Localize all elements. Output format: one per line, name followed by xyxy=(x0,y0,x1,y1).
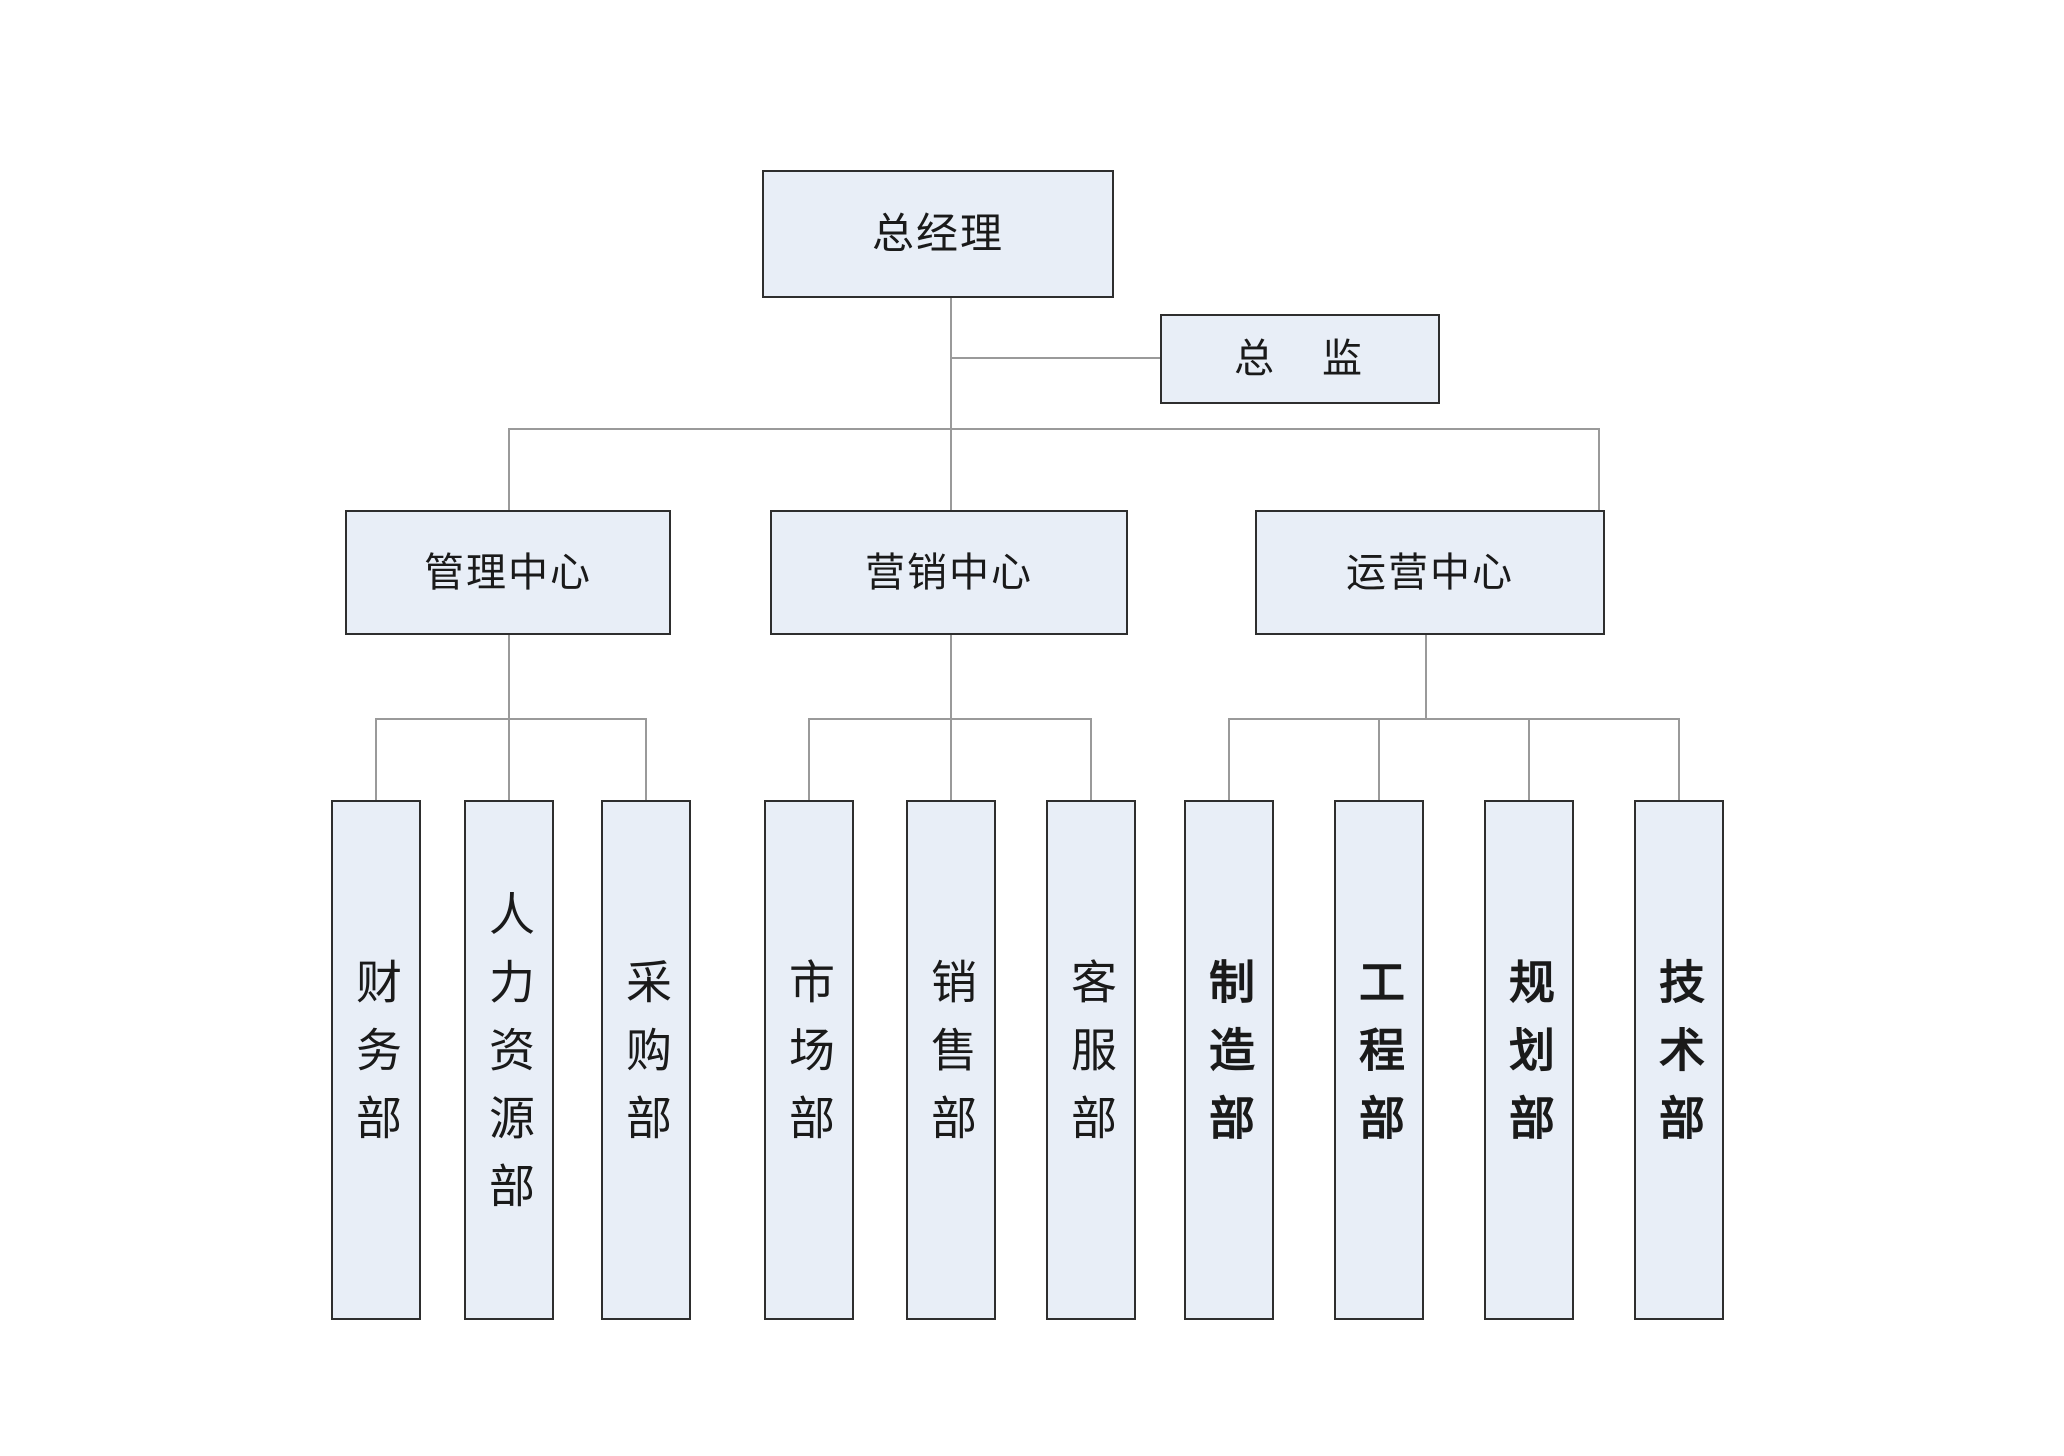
node-label-finance-department: 财务部 xyxy=(349,958,403,1162)
connector-drop-dept-4 xyxy=(808,718,810,800)
node-label-general-manager: 总经理 xyxy=(871,208,1004,258)
connector-stem-group-2 xyxy=(950,635,952,720)
node-label-management-center: 管理中心 xyxy=(424,549,592,596)
node-technology-department[interactable]: 技术部 xyxy=(1634,800,1724,1320)
node-label-market-department: 市场部 xyxy=(782,958,836,1162)
connector-drop-division-1 xyxy=(508,428,510,510)
node-label-planning-department: 规划部 xyxy=(1502,958,1556,1162)
node-label-engineering-department: 工程部 xyxy=(1352,958,1406,1162)
node-label-manufacturing-department: 制造部 xyxy=(1202,958,1256,1162)
node-label-human-resources-department: 人力资源部 xyxy=(482,890,536,1230)
node-general-manager[interactable]: 总经理 xyxy=(762,170,1114,298)
node-operations-center[interactable]: 运营中心 xyxy=(1255,510,1605,635)
node-director[interactable]: 总 监 xyxy=(1160,314,1440,404)
connector-drop-dept-9 xyxy=(1528,718,1530,800)
node-label-operations-center: 运营中心 xyxy=(1346,549,1514,596)
connector-drop-dept-7 xyxy=(1228,718,1230,800)
connector-stem-group-1 xyxy=(508,635,510,720)
node-planning-department[interactable]: 规划部 xyxy=(1484,800,1574,1320)
node-management-center[interactable]: 管理中心 xyxy=(345,510,671,635)
connector-root-to-staff xyxy=(950,357,1160,359)
node-human-resources-department[interactable]: 人力资源部 xyxy=(464,800,554,1320)
connector-root-trunk xyxy=(950,298,952,428)
connector-drop-dept-6 xyxy=(1090,718,1092,800)
connector-drop-dept-10 xyxy=(1678,718,1680,800)
connector-drop-dept-8 xyxy=(1378,718,1380,800)
node-label-procurement-department: 采购部 xyxy=(619,958,673,1162)
node-label-director: 总 监 xyxy=(1234,336,1366,382)
connector-drop-dept-5 xyxy=(950,718,952,800)
connector-stem-group-3 xyxy=(1425,635,1427,720)
node-engineering-department[interactable]: 工程部 xyxy=(1334,800,1424,1320)
connector-bus-group-1 xyxy=(375,718,645,720)
connector-bus-group-3 xyxy=(1228,718,1678,720)
connector-drop-division-2 xyxy=(950,428,952,510)
node-manufacturing-department[interactable]: 制造部 xyxy=(1184,800,1274,1320)
node-market-department[interactable]: 市场部 xyxy=(764,800,854,1320)
connector-drop-division-3 xyxy=(1598,428,1600,510)
connector-drop-dept-1 xyxy=(375,718,377,800)
node-customer-service-department[interactable]: 客服部 xyxy=(1046,800,1136,1320)
node-sales-department[interactable]: 销售部 xyxy=(906,800,996,1320)
node-label-sales-department: 销售部 xyxy=(924,958,978,1162)
node-label-marketing-center: 营销中心 xyxy=(865,549,1033,596)
node-finance-department[interactable]: 财务部 xyxy=(331,800,421,1320)
connector-division-bus xyxy=(508,428,1600,430)
connector-drop-dept-3 xyxy=(645,718,647,800)
node-label-technology-department: 技术部 xyxy=(1652,958,1706,1162)
node-procurement-department[interactable]: 采购部 xyxy=(601,800,691,1320)
node-marketing-center[interactable]: 营销中心 xyxy=(770,510,1128,635)
node-label-customer-service-department: 客服部 xyxy=(1064,958,1118,1162)
connector-drop-dept-2 xyxy=(508,718,510,800)
